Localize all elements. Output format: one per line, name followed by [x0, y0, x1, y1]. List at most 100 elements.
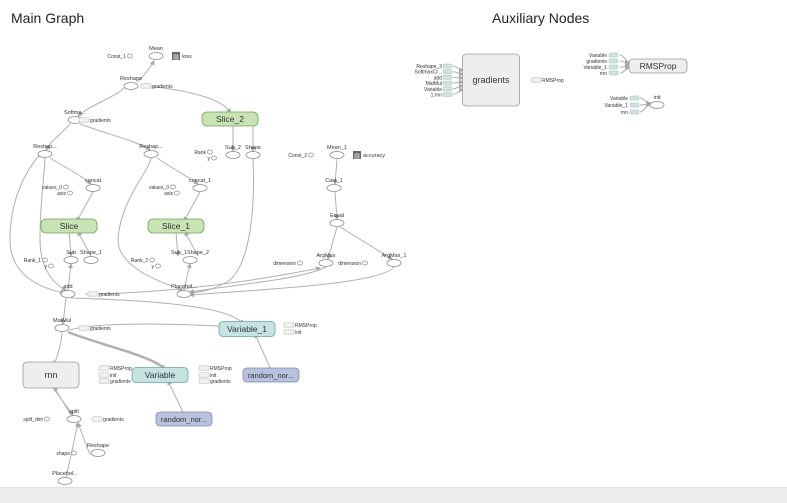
node-values0[interactable]: values_0: [42, 184, 69, 191]
node-v1_rmsprop[interactable]: RMSProp: [283, 322, 317, 329]
node-label: Shape: [245, 145, 261, 151]
node-shape_s2[interactable]: Shape: [245, 145, 261, 159]
node-label: Rank_2: [131, 258, 148, 264]
aux-input-ref[interactable]: Reshape_3: [416, 63, 453, 70]
node-label: RMSProp: [542, 78, 564, 84]
node-add[interactable]: add: [60, 284, 76, 298]
node-grad_add[interactable]: gradients: [87, 291, 120, 298]
aux-input-ref[interactable]: Variable: [589, 52, 619, 59]
node-variable1[interactable]: Variable_1: [218, 321, 276, 337]
node-split[interactable]: split: [66, 409, 82, 423]
node-shape1[interactable]: Shape_1: [80, 250, 102, 264]
node-shape_bot[interactable]: shape: [56, 450, 77, 457]
node-aux_rmsprop[interactable]: RMSProp: [628, 58, 688, 74]
node-variable[interactable]: Variable: [131, 367, 189, 383]
node-const1[interactable]: Const_1: [107, 53, 133, 60]
aux-input-ref[interactable]: 1:rnn: [431, 92, 453, 99]
const-ellipse-icon: [211, 155, 217, 161]
node-aux_g_rmsprop[interactable]: RMSProp: [530, 77, 564, 84]
node-reshape_top[interactable]: Reshape: [120, 76, 142, 90]
node-reshape_r[interactable]: Reshap...: [139, 144, 163, 158]
node-y_s2[interactable]: y: [208, 155, 217, 162]
node-argmax[interactable]: ArgMax: [317, 253, 336, 267]
edge: [452, 75, 464, 81]
node-axis0[interactable]: axis: [57, 190, 73, 197]
node-softmax[interactable]: Softma...: [64, 110, 86, 124]
op-ellipse-icon: [318, 259, 334, 267]
node-mean[interactable]: Mean: [148, 46, 164, 60]
node-v_init[interactable]: init: [198, 372, 217, 379]
node-placeholder_top[interactable]: Placehol...: [171, 284, 197, 298]
node-rnn_init[interactable]: init: [98, 372, 117, 379]
aux-input-ref[interactable]: Variable: [424, 86, 453, 93]
node-values0b[interactable]: values_0: [149, 184, 176, 191]
node-y2[interactable]: y: [152, 263, 161, 270]
node-v_rmsprop[interactable]: RMSProp: [198, 365, 232, 372]
aux-input-ref[interactable]: SoftmaxCr...: [414, 69, 453, 76]
node-accuracy[interactable]: ▥accuracy: [353, 151, 385, 160]
aux-input-ref[interactable]: rnn: [600, 70, 619, 77]
node-reshape_l[interactable]: Reshap...: [33, 144, 57, 158]
node-reshape_bot[interactable]: Reshape: [87, 443, 109, 457]
node-label: Shape_1: [80, 250, 102, 256]
aux-ref-bar-icon: [442, 86, 453, 92]
aux-input-ref[interactable]: gradients: [586, 58, 619, 65]
node-concat[interactable]: concat: [85, 178, 102, 192]
node-const2[interactable]: Const_2: [288, 152, 314, 159]
aux-input-ref[interactable]: add: [434, 75, 453, 81]
node-label: RMSProp: [210, 366, 232, 372]
node-placeholder_bot[interactable]: Placehol...: [52, 471, 78, 485]
node-label: Reshap...: [139, 144, 163, 150]
edge: [68, 231, 74, 257]
edge: [184, 231, 199, 257]
node-split_dim[interactable]: split_dim: [23, 416, 50, 423]
node-slice1[interactable]: Slice_1: [147, 218, 205, 234]
node-sub[interactable]: Sub: [63, 250, 79, 264]
node-cast1[interactable]: Cast_1: [325, 178, 343, 192]
node-axis1[interactable]: axis: [164, 190, 180, 197]
node-v_gradients[interactable]: gradients: [198, 378, 231, 385]
node-loss[interactable]: ▥loss: [172, 52, 192, 61]
node-grad_softmax[interactable]: gradients: [78, 117, 111, 124]
aux-input-ref[interactable]: MatMul: [426, 80, 453, 87]
node-label: Slice: [60, 221, 79, 231]
node-argmax1[interactable]: ArgMax_1: [381, 253, 407, 267]
node-aux_gradients[interactable]: gradients: [462, 53, 520, 107]
aux-input-ref[interactable]: Variable_1: [583, 64, 619, 71]
node-matmul[interactable]: MatMul: [53, 318, 71, 332]
node-grad_split[interactable]: gradients: [91, 416, 124, 423]
aux-input-ref[interactable]: rnn: [621, 109, 640, 116]
edge: [189, 158, 255, 296]
node-v1_init[interactable]: init: [283, 329, 302, 336]
node-rnn_gradients[interactable]: gradients: [98, 378, 131, 385]
node-sub2[interactable]: Sub_2: [225, 145, 241, 159]
node-slice2[interactable]: Slice_2: [201, 111, 259, 127]
aux-input-ref[interactable]: Variable: [610, 95, 640, 102]
node-aux_init[interactable]: init: [649, 95, 665, 109]
node-label: RMSProp: [110, 366, 132, 372]
node-mean1[interactable]: Mean_1: [327, 145, 347, 159]
node-grad_matmul[interactable]: gradients: [78, 325, 111, 332]
node-label: init: [653, 95, 661, 101]
node-random2[interactable]: random_nor...: [155, 411, 213, 427]
node-dim1[interactable]: dimension: [338, 260, 368, 267]
node-rnn[interactable]: rnn: [22, 361, 80, 389]
node-slice[interactable]: Slice: [40, 218, 98, 234]
node-concat1[interactable]: concat_1: [189, 178, 211, 192]
node-dim0[interactable]: dimension: [273, 260, 303, 267]
node-random1[interactable]: random_nor...: [242, 367, 300, 383]
node-sub1shape2[interactable]: Sub_1Shape_2: [171, 250, 209, 264]
node-label: Variable: [589, 53, 607, 59]
node-rnn_rmsprop[interactable]: RMSProp: [98, 365, 132, 372]
edge: [452, 83, 464, 90]
node-rank[interactable]: Rank: [194, 149, 213, 156]
aux-input-ref[interactable]: Variable_1: [604, 102, 640, 109]
node-rank2[interactable]: Rank_2: [131, 257, 155, 264]
ref-bar-icon: [78, 325, 90, 331]
node-rank1[interactable]: Rank_1: [24, 257, 48, 264]
node-y1[interactable]: y: [45, 263, 54, 270]
node-grad_reshape[interactable]: gradients: [140, 83, 173, 90]
graph-edges: [9, 54, 651, 479]
node-equal[interactable]: Equal: [329, 213, 345, 227]
